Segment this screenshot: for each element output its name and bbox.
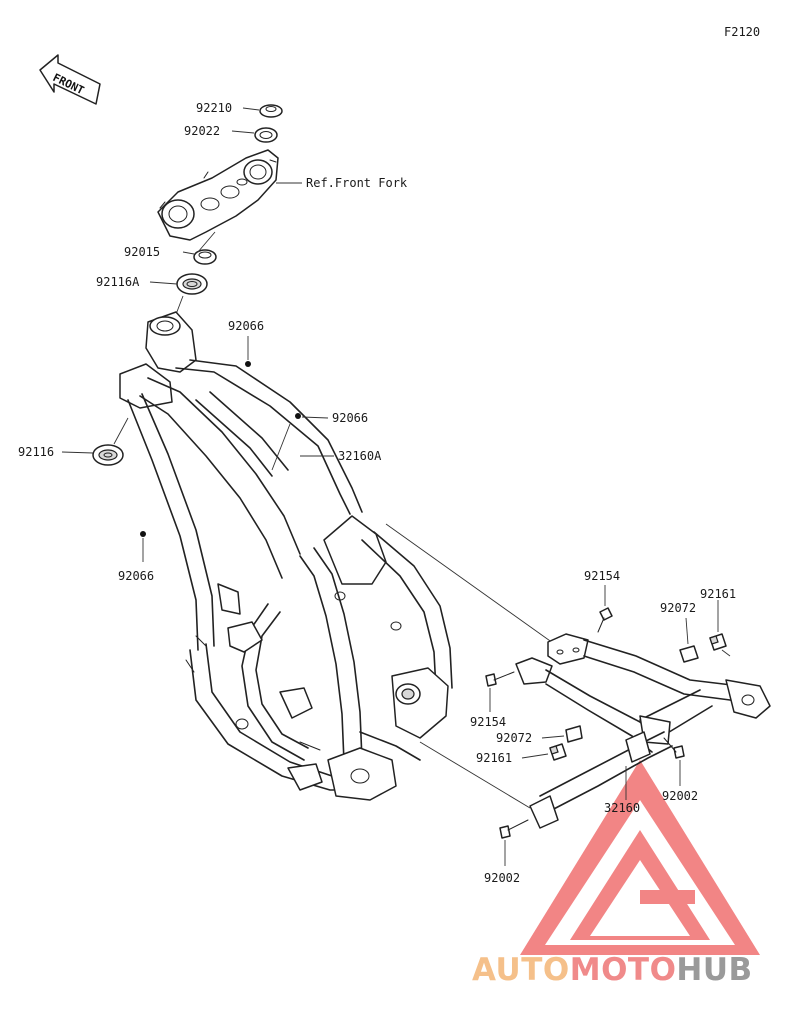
figure-code: F2120 <box>724 25 760 39</box>
bolt-92154-left <box>485 671 515 687</box>
watermark-part-auto: AUTO <box>472 952 570 988</box>
bearing-92116A <box>176 273 208 295</box>
callout-92154-top: 92154 <box>584 569 620 583</box>
callout-92015: 92015 <box>124 245 160 259</box>
callout-92066-upper: 92066 <box>228 319 264 333</box>
callout-92002-right: 92002 <box>662 789 698 803</box>
callout-92154-left: 92154 <box>470 715 506 729</box>
front-arrow-icon: FRONT <box>39 54 101 105</box>
callout-92022: 92022 <box>184 124 220 138</box>
callout-92002-bottom: 92002 <box>484 871 520 885</box>
bolt-92154-top <box>597 607 613 633</box>
watermark-logo <box>520 760 760 955</box>
washer-92022 <box>254 127 278 143</box>
callout-92072-left: 92072 <box>496 731 532 745</box>
callout-92066-mid: 92066 <box>332 411 368 425</box>
nut-92015 <box>193 249 217 265</box>
svg-text:AUTOMOTOHUB: AUTOMOTOHUB <box>472 952 753 988</box>
callout-92066-left: 92066 <box>118 569 154 583</box>
watermark-part-hub: HUB <box>676 952 752 988</box>
callout-32160A: 32160A <box>338 449 382 463</box>
callout-92161-right: 92161 <box>700 587 736 601</box>
damper-92161-left <box>549 743 567 761</box>
callout-32160: 32160 <box>604 801 640 815</box>
subframe-32160 <box>515 633 771 829</box>
reference-note: Ref.Front Fork <box>306 176 408 190</box>
watermark-part-moto: MOTO <box>570 952 677 988</box>
callout-92210: 92210 <box>196 101 232 115</box>
nut-92210 <box>259 104 283 118</box>
collar-92072-right <box>679 645 699 663</box>
callout-92116: 92116 <box>18 445 54 459</box>
collar-92072-left <box>565 725 583 743</box>
bearing-92116 <box>92 444 124 466</box>
callout-92072-right: 92072 <box>660 601 696 615</box>
callout-92116A: 92116A <box>96 275 140 289</box>
upper-triple-clamp <box>157 149 279 241</box>
bolt-92002-bottom <box>499 819 529 839</box>
damper-92161-right <box>709 633 727 651</box>
watermark-text: AUTOMOTOHUB <box>472 952 753 988</box>
main-frame-32160A <box>119 311 453 801</box>
bolt-92002-right <box>663 737 685 759</box>
callout-92161-left: 92161 <box>476 751 512 765</box>
